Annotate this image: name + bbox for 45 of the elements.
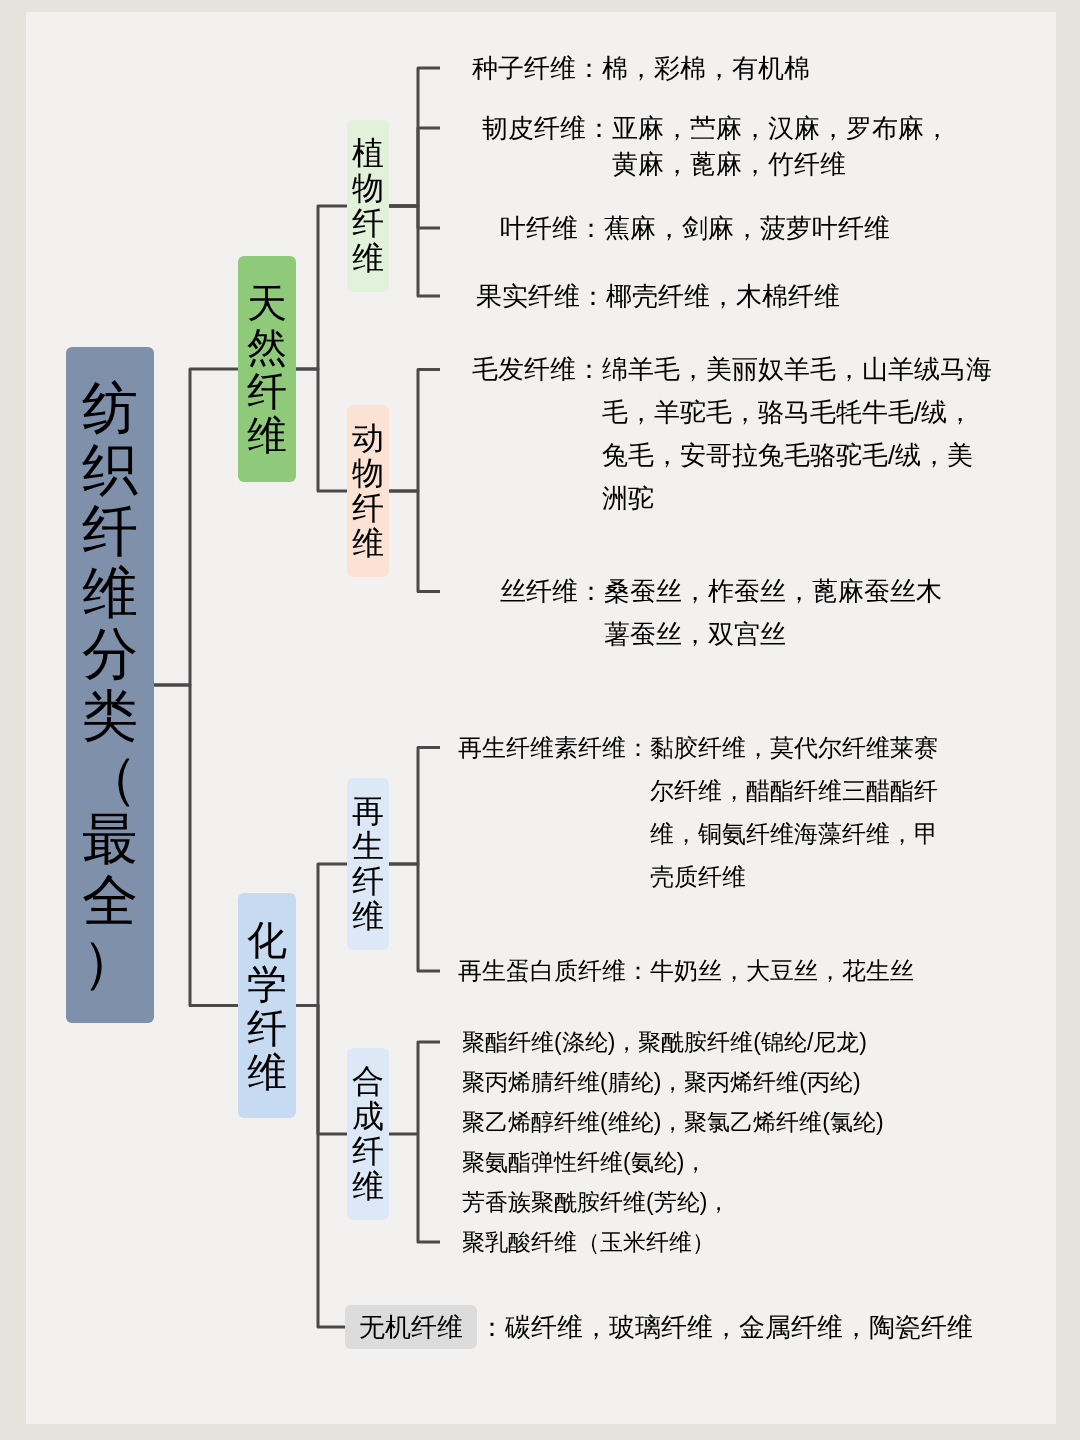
fiber-examples-text: 蕉麻，剑麻，菠萝叶纤维 <box>604 212 891 245</box>
fiber-examples-text: 桑蚕丝，柞蚕丝，蓖麻蚕丝木薯蚕丝，双宫丝 <box>604 575 943 651</box>
category-box <box>238 256 296 482</box>
fiber-examples-text: 聚乳酸纤维（玉米纤维） <box>462 1228 716 1257</box>
connector-line <box>389 862 440 973</box>
fiber-type-label: 再生蛋白质纤维： <box>458 956 650 986</box>
subcategory-box <box>347 1048 389 1220</box>
connector-line <box>296 367 347 493</box>
fiber-examples-text: 棉，彩棉，有机棉 <box>602 52 811 85</box>
fiber-type-label: 丝纤维： <box>500 575 604 608</box>
category-label: 再生纤维 <box>352 793 384 935</box>
subcategory-box <box>347 778 389 950</box>
category-label: 动物纤维 <box>352 420 384 562</box>
root-category-box <box>66 347 154 1023</box>
fiber-examples-text: 椰壳纤维，木棉纤维 <box>606 280 841 313</box>
category-box <box>238 893 296 1118</box>
category-box <box>345 1305 477 1349</box>
fiber-examples-text: 牛奶丝，大豆丝，花生丝 <box>650 956 915 986</box>
category-label: 无机纤维 <box>359 1310 463 1344</box>
category-label: 纺织纤维分类（最全） <box>82 377 138 993</box>
fiber-examples-text: 芳香族聚酰胺纤维(芳纶)， <box>462 1188 732 1217</box>
fiber-examples-text: 黏胶纤维，莫代尔纤维莱赛尔纤维，醋酯纤维三醋酯纤维，铜氨纤维海藻纤维，甲壳质纤维 <box>650 733 939 892</box>
connector-line <box>389 204 440 298</box>
fiber-examples-text: 亚麻，苎麻，汉麻，罗布麻，黄麻，蓖麻，竹纤维 <box>612 112 951 181</box>
fiber-type-label: 果实纤维： <box>476 280 606 313</box>
subcategory-box <box>347 405 389 577</box>
fiber-type-label: 毛发纤维： <box>472 353 602 386</box>
fiber-examples-text: 绵羊毛，美丽奴羊毛，山羊绒马海毛，羊驼毛，骆马毛牦牛毛/绒，兔毛，安哥拉兔毛骆驼毛/绒，美洲驼 <box>602 353 993 515</box>
category-label: 化学纤维 <box>247 917 287 1094</box>
subcategory-box <box>347 120 389 292</box>
fiber-examples-text: 聚酯纤维(涤纶)，聚酰胺纤维(锦纶/尼龙) <box>462 1028 869 1057</box>
category-label: 天然纤维 <box>247 281 287 457</box>
fiber-examples-text: 聚丙烯腈纤维(腈纶)，聚丙烯纤维(丙纶) <box>462 1068 862 1097</box>
category-label: 植物纤维 <box>352 135 384 277</box>
connector-line <box>389 489 440 593</box>
fiber-type-label: 种子纤维： <box>472 52 602 85</box>
fiber-type-label: 叶纤维： <box>500 212 604 245</box>
fiber-type-label: 再生纤维素纤维： <box>458 733 650 763</box>
fiber-examples-text: 聚氨酯弹性纤维(氨纶)， <box>462 1148 709 1177</box>
fiber-examples-text: ：碳纤维，玻璃纤维，金属纤维，陶瓷纤维 <box>479 1311 973 1344</box>
fiber-examples-text: 聚乙烯醇纤维(维纶)，聚氯乙烯纤维(氯纶) <box>462 1108 884 1137</box>
fiber-type-label: 韧皮纤维： <box>482 112 612 145</box>
connector-line <box>154 683 238 1007</box>
connector-line <box>387 1040 442 1244</box>
category-label: 合成纤维 <box>352 1063 384 1205</box>
